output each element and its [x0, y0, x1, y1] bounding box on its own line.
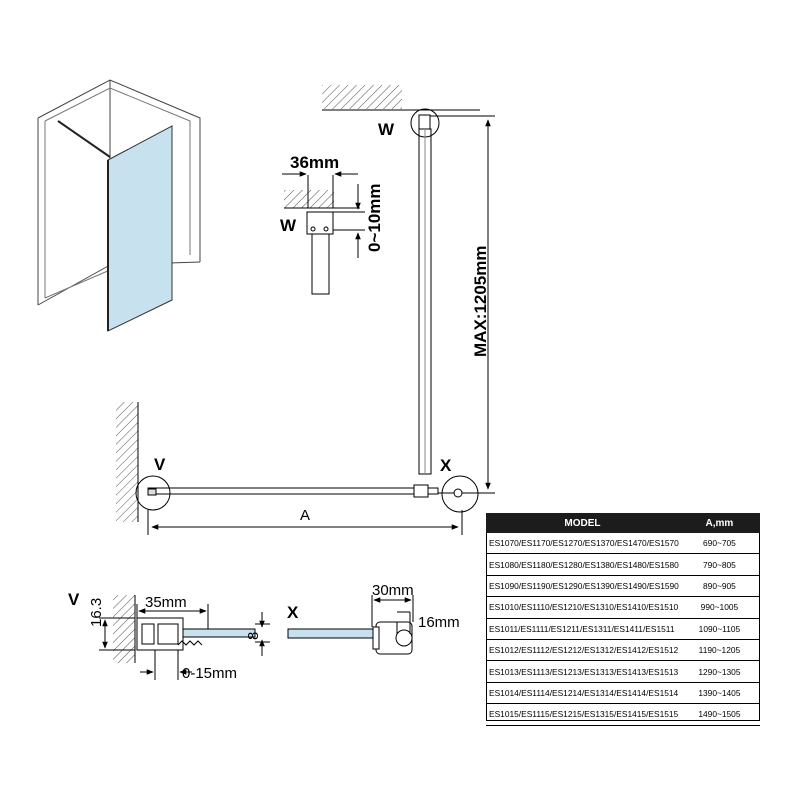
- table-row: ES1080/ES1180/ES1280/ES1380/ES1480/ES158…: [486, 553, 760, 576]
- range-cell: 890~905: [678, 575, 760, 598]
- glass-panel-plan: [147, 484, 439, 498]
- model-cell: ES1014/ES1114/ES1214/ES1314/ES1414/ES151…: [486, 682, 679, 705]
- ceiling-wall: [322, 85, 480, 111]
- label-w-detail: W: [280, 216, 297, 235]
- range-cell: 1390~1405: [678, 682, 760, 705]
- v-profile-detail: [99, 595, 270, 680]
- label-36mm: 36mm: [290, 153, 339, 172]
- table-row: ES1010/ES1110/ES1210/ES1310/ES1410/ES151…: [486, 596, 760, 619]
- table-row: ES1014/ES1114/ES1214/ES1314/ES1414/ES151…: [486, 682, 760, 705]
- model-cell: ES1011/ES1111/ES1211/ES1311/ES1411/ES151…: [486, 618, 679, 640]
- table-row: ES1012/ES1112/ES1212/ES1312/ES1412/ES151…: [486, 639, 760, 662]
- label-w-top: W: [378, 120, 395, 139]
- side-wall: [116, 402, 139, 522]
- table-header-row: MODEL A,mm: [486, 513, 760, 533]
- table-row: ES1013/ES1113/ES1213/ES1313/ES1413/ES151…: [486, 660, 760, 683]
- label-16-3: 16.3: [88, 598, 105, 627]
- label-x-main: X: [440, 456, 452, 475]
- model-cell: ES1013/ES1113/ES1213/ES1313/ES1413/ES151…: [486, 660, 679, 683]
- range-cell: 1490~1505: [678, 703, 760, 726]
- w-mount-detail: [282, 171, 365, 295]
- a-dimension: [147, 510, 463, 535]
- label-35mm: 35mm: [145, 594, 187, 611]
- range-cell: 690~705: [678, 533, 760, 555]
- range-cell: 1290~1305: [678, 660, 760, 683]
- table-row: ES1070/ES1170/ES1270/ES1370/ES1470/ES157…: [486, 533, 760, 555]
- range-cell: 1190~1205: [678, 639, 760, 662]
- label-16mm: 16mm: [418, 614, 460, 631]
- label-v-detail: V: [68, 590, 80, 609]
- label-max-height: MAX:1205mm: [471, 246, 490, 358]
- table-row: ES1011/ES1111/ES1211/ES1311/ES1411/ES151…: [486, 618, 760, 640]
- v-detail-circle: [135, 475, 171, 511]
- label-0-15mm: 0-15mm: [182, 665, 237, 682]
- label-8: 8: [245, 632, 262, 640]
- table-row: ES1015/ES1115/ES1215/ES1315/ES1415/ES151…: [486, 703, 760, 726]
- range-cell: 1090~1105: [678, 618, 760, 640]
- table-body: ES1070/ES1170/ES1270/ES1370/ES1470/ES157…: [486, 533, 760, 726]
- model-cell: ES1070/ES1170/ES1270/ES1370/ES1470/ES157…: [486, 533, 679, 555]
- x-end-cap: [453, 488, 463, 498]
- model-cell: ES1010/ES1110/ES1210/ES1310/ES1410/ES151…: [486, 596, 679, 619]
- label-v-main: V: [154, 455, 166, 474]
- model-cell: ES1080/ES1180/ES1280/ES1380/ES1480/ES158…: [486, 553, 679, 576]
- table-row: ES1090/ES1190/ES1290/ES1390/ES1490/ES159…: [486, 575, 760, 598]
- x-detail-circle: [441, 475, 479, 513]
- support-arm: [418, 128, 432, 475]
- x-profile-detail: [287, 595, 414, 655]
- glass-panel-3d: [107, 125, 173, 332]
- range-cell: 990~1005: [678, 596, 760, 619]
- header-a: A,mm: [678, 513, 760, 533]
- model-cell: ES1015/ES1115/ES1215/ES1315/ES1415/ES151…: [486, 703, 679, 726]
- label-30mm: 30mm: [372, 582, 414, 599]
- model-table: MODEL A,mm ES1070/ES1170/ES1270/ES1370/E…: [486, 513, 760, 726]
- model-cell: ES1012/ES1112/ES1212/ES1312/ES1412/ES151…: [486, 639, 679, 662]
- model-cell: ES1090/ES1190/ES1290/ES1390/ES1490/ES159…: [486, 575, 679, 598]
- range-cell: 790~805: [678, 553, 760, 576]
- room-perspective-sketch: [37, 79, 201, 332]
- label-a: A: [300, 507, 310, 524]
- header-model: MODEL: [486, 513, 679, 533]
- label-0-10mm: 0~10mm: [365, 183, 384, 252]
- label-x-detail: X: [287, 603, 299, 622]
